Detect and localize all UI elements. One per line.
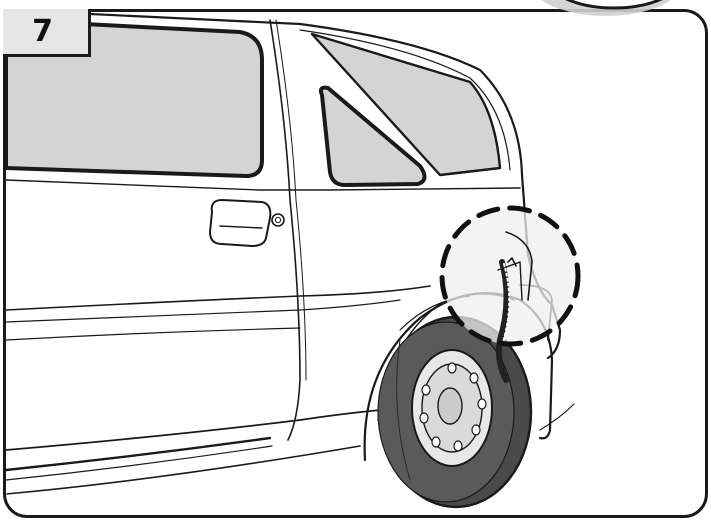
fuel-lock-icon	[272, 214, 284, 226]
door-handle	[210, 200, 270, 246]
step-badge: 7	[3, 9, 91, 57]
step-number: 7	[32, 14, 59, 49]
corner-tab	[518, 0, 708, 22]
